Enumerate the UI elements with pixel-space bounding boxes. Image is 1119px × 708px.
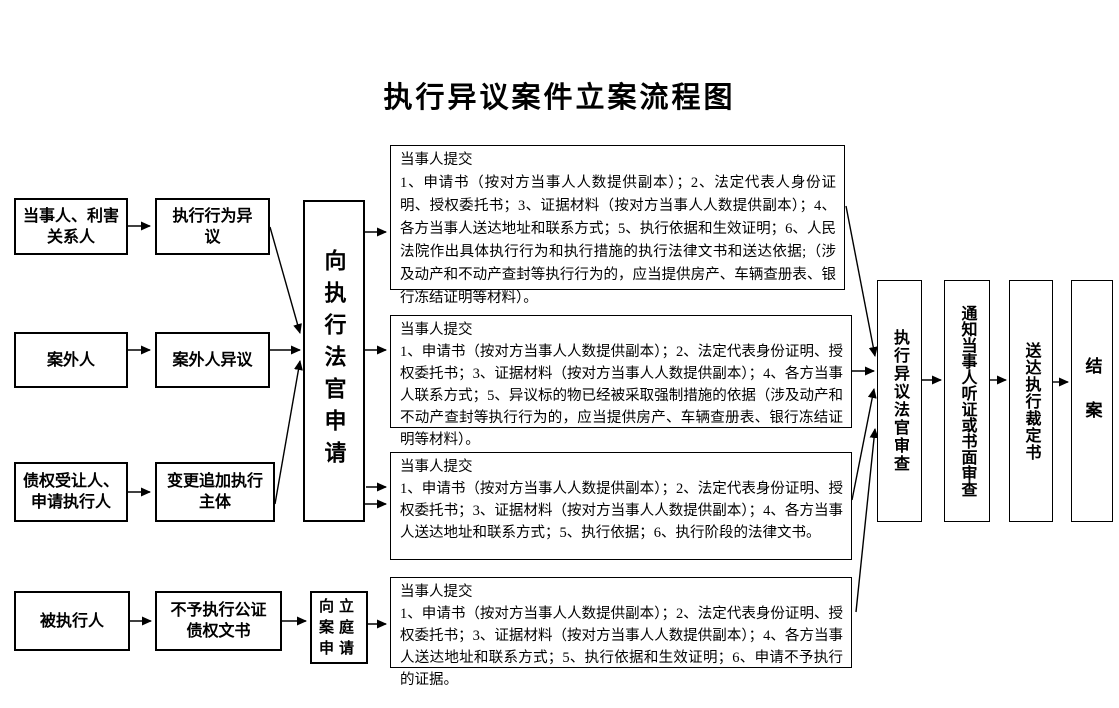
arrow-submission-3-to-judge-review bbox=[851, 388, 877, 501]
arrow-change-subject-to-enforcement-judge bbox=[274, 360, 303, 505]
node-case-closed: 结案 bbox=[1071, 280, 1113, 522]
node-party-interested: 当事人、利害 关系人 bbox=[14, 198, 128, 255]
node-enforcement-judge-application-label: 向执行法官申请 bbox=[321, 249, 347, 473]
node-notarized-debt-label: 不予执行公证 债权文书 bbox=[170, 602, 267, 640]
submission-box-3-header: 当事人提交 bbox=[400, 459, 473, 475]
submission-box-4-header: 当事人提交 bbox=[400, 584, 473, 600]
node-outsider: 案外人 bbox=[14, 332, 128, 388]
node-party-interested-label: 当事人、利害 关系人 bbox=[22, 207, 119, 246]
node-executee: 被执行人 bbox=[14, 591, 130, 651]
submission-box-3: 当事人提交 1、申请书（按对方当事人人数提供副本）；2、法定代表身份证明、授权委… bbox=[390, 452, 852, 560]
page-title: 执行异议案件立案流程图 bbox=[383, 82, 736, 114]
submission-box-2-body: 1、申请书（按对方当事人人数提供副本）；2、法定代表身份证明、授权委托书；3、证… bbox=[400, 344, 843, 448]
node-change-subject-label: 变更追加执行 主体 bbox=[166, 473, 263, 511]
arrow-conduct-objection-to-enforcement-judge bbox=[269, 226, 302, 334]
node-serve-ruling: 送达执行裁定书 bbox=[1009, 280, 1053, 522]
node-filing-division: 向立 案庭 申请 bbox=[310, 591, 368, 664]
submission-box-4: 当事人提交 1、申请书（按对方当事人人数提供副本）；2、法定代表身份证明、授权委… bbox=[390, 577, 852, 688]
node-executee-label: 被执行人 bbox=[39, 612, 104, 630]
node-conduct-objection: 执行行为异 议 bbox=[155, 198, 270, 255]
node-judge-review: 执行异议法官审查 bbox=[877, 280, 922, 522]
submission-box-1-body: 1、申请书（按对方当事人人数提供副本）；2、法定代表人身份证明、授权委托书；3、… bbox=[400, 175, 836, 306]
submission-box-3-body: 1、申请书（按对方当事人人数提供副本）；2、法定代表身份证明、授权委托书；3、证… bbox=[400, 481, 843, 541]
node-judge-review-label: 执行异议法官审查 bbox=[891, 329, 908, 473]
node-case-closed-label: 结案 bbox=[1082, 356, 1102, 446]
node-change-subject: 变更追加执行 主体 bbox=[155, 462, 275, 522]
node-creditor-assignee: 债权受让人、 申请执行人 bbox=[14, 462, 128, 522]
node-serve-ruling-label: 送达执行裁定书 bbox=[1022, 341, 1040, 461]
submission-box-2-header: 当事人提交 bbox=[400, 322, 473, 338]
node-notarized-debt: 不予执行公证 债权文书 bbox=[155, 591, 282, 651]
node-conduct-objection-label: 执行行为异 议 bbox=[172, 207, 253, 246]
arrow-submission-4-to-judge-review bbox=[855, 428, 879, 613]
node-creditor-assignee-label: 债权受让人、 申请执行人 bbox=[22, 473, 119, 511]
node-notify-hearing: 通知当事人听证或书面审查 bbox=[944, 280, 990, 522]
submission-box-2: 当事人提交 1、申请书（按对方当事人人数提供副本）；2、法定代表身份证明、授权委… bbox=[390, 315, 852, 448]
submission-box-1: 当事人提交 1、申请书（按对方当事人人数提供副本）；2、法定代表人身份证明、授权… bbox=[390, 145, 845, 306]
node-outsider-objection: 案外人异议 bbox=[155, 332, 270, 388]
submission-box-4-body: 1、申请书（按对方当事人人数提供副本）；2、法定代表身份证明、授权委托书；3、证… bbox=[400, 606, 843, 688]
submission-box-1-header: 当事人提交 bbox=[400, 152, 473, 168]
node-enforcement-judge-application: 向执行法官申请 bbox=[303, 200, 365, 522]
node-outsider-objection-label: 案外人异议 bbox=[172, 351, 253, 369]
node-notify-hearing-label: 通知当事人听证或书面审查 bbox=[958, 305, 976, 497]
node-outsider-label: 案外人 bbox=[46, 351, 95, 369]
node-filing-division-label: 向立 案庭 申请 bbox=[318, 598, 359, 657]
